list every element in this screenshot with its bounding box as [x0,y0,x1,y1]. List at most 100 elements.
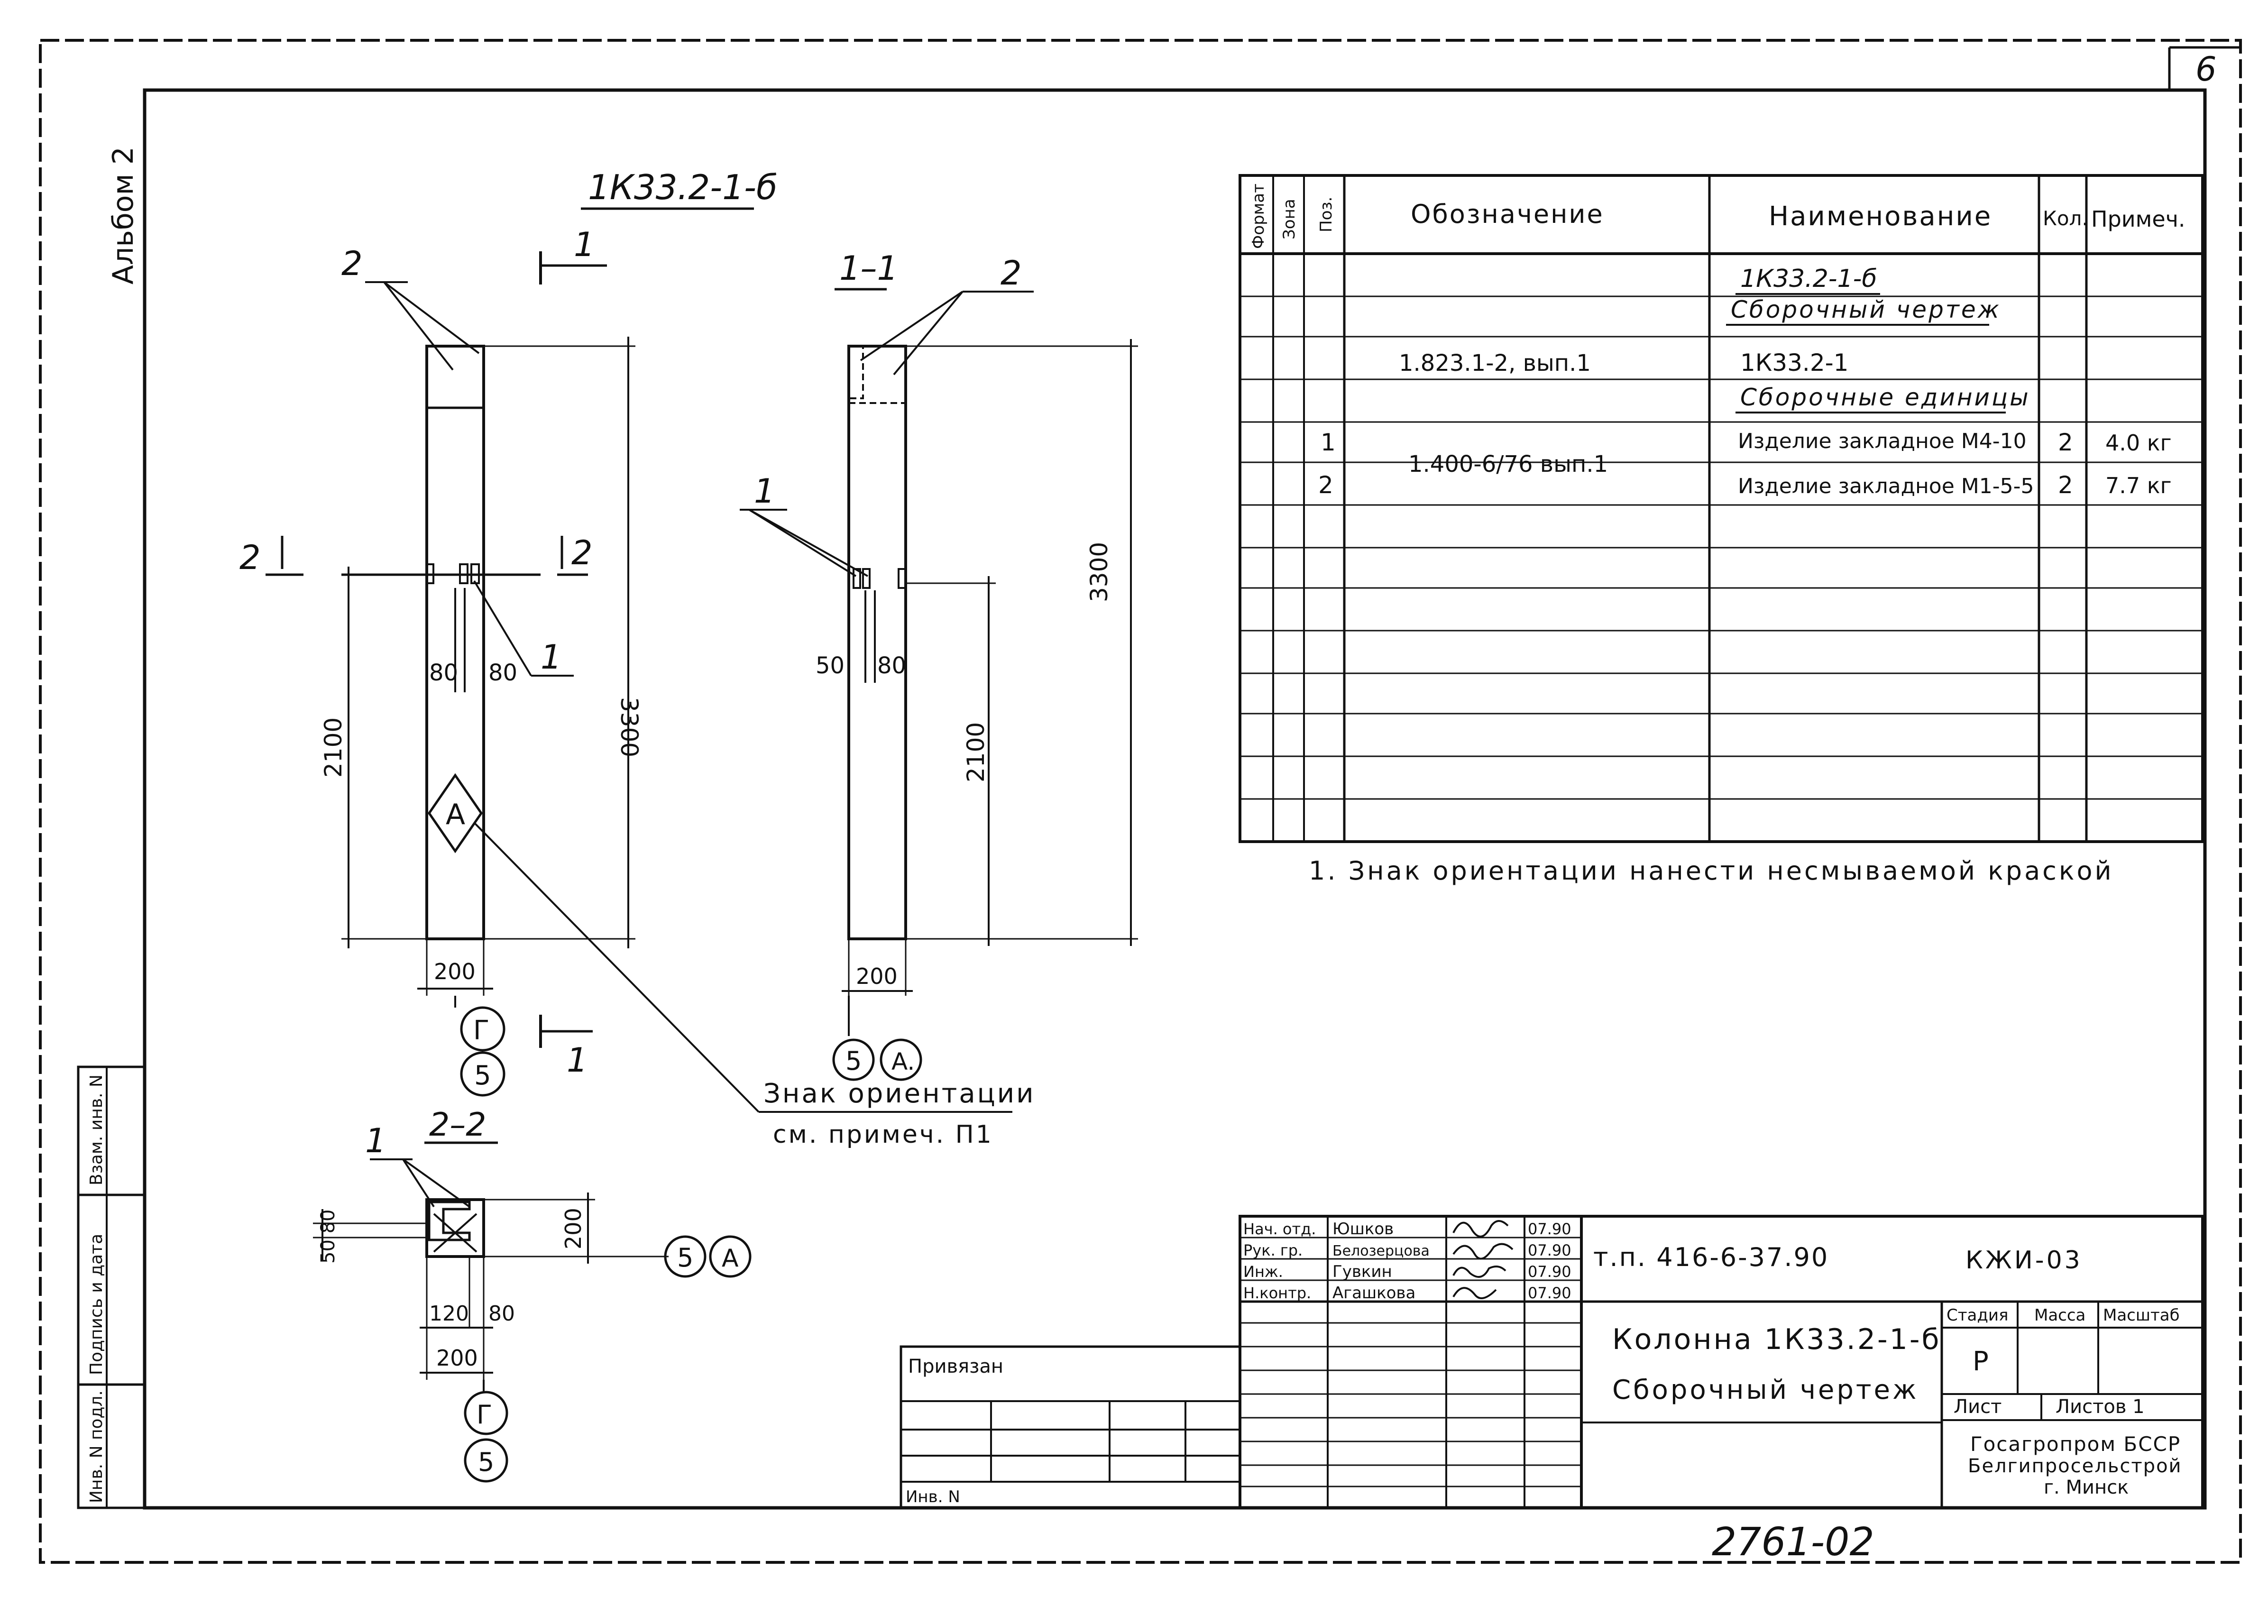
spec-header-designation: Обозначение [1411,199,1604,229]
privyazan-block: Привязан Инв. N [900,1345,1241,1509]
dim-200-section: 200 [436,1345,478,1371]
tb-org-line2: Белгипросельстрой [1968,1455,2182,1477]
side-podpis-data: Подпись и дата [87,1234,106,1375]
dim-200-side: 200 [856,963,898,989]
spec-qty-4: 2 [2058,429,2073,456]
svg-text:5: 5 [845,1046,862,1076]
section-2-2: 2–2 1 50 80 200 120 80 200 Г 5 5 A [313,1106,752,1483]
spec-pos-5: 2 [1318,471,1333,499]
dim-200-vertical-section: 200 [560,1208,586,1249]
spec-pos-4: 1 [1321,429,1336,456]
dim-80-section: 80 [488,1302,515,1326]
axis-bubble-a-side [880,1038,922,1081]
tb-name-0: Юшков [1332,1220,1394,1239]
tb-date-2: 07.90 [1528,1263,1571,1281]
tb-org-line3: г. Минск [2044,1477,2129,1498]
dim-120-section: 120 [429,1302,469,1326]
svg-text:5: 5 [677,1243,693,1273]
section-2-label: 2–2 [429,1106,487,1144]
tb-name-1: Белозерцова [1332,1243,1430,1259]
tb-date-0: 07.90 [1528,1220,1571,1238]
tb-title-line2: Сборочный чертеж [1612,1375,1919,1405]
axis-bubble-5-side [832,1038,875,1081]
spec-name-1: Сборочный чертеж [1731,296,2001,323]
tb-name-2: Гувкин [1332,1262,1392,1281]
svg-text:Г: Г [473,1015,489,1046]
privyazan-label: Привязан [908,1356,1003,1377]
spec-designation-2: 1.823.1-2, вып.1 [1399,350,1591,376]
dim-200-front: 200 [434,959,476,984]
section-1-1: 1–1 50 80 2 1 3300 2100 200 [740,249,1138,1081]
dim-3300-front: 3300 [615,697,643,757]
tb-stage-value: Р [1973,1346,1989,1377]
svg-text:A.: A. [891,1048,915,1075]
spec-name-4: Изделие закладное М4-10 [1738,429,2027,453]
axis-bubble-g-section [464,1391,508,1435]
album-label: Альбом 2 [107,147,140,284]
axis-bubble-g-front [460,1006,505,1052]
tb-mass-label: Масса [2034,1306,2085,1325]
tb-role-1: Рук. гр. [1243,1241,1303,1259]
tb-date-3: 07.90 [1528,1284,1571,1302]
dim-80-side: 80 [877,652,906,679]
pos-1-side: 1 [754,472,775,511]
side-inv-podl: Инв. N подл. [87,1390,106,1503]
pos-1-section: 1 [365,1121,386,1160]
svg-text:Г: Г [477,1400,492,1430]
tb-code: т.п. 416-6-37.90 [1593,1242,1829,1272]
axis-bubble-5-section [464,1438,508,1483]
orient-note-line2: см. примеч. П1 [773,1120,993,1149]
spec-note-5: 7.7 кг [2105,473,2172,498]
main-title: 1К33.2-1-б [588,167,777,207]
tb-scale-label: Масштаб [2103,1306,2180,1325]
signature-1 [1452,1243,1514,1260]
spec-header-format: Формат [1249,184,1268,249]
axis-bubble-a-section-right [709,1235,752,1278]
svg-text:5: 5 [478,1447,494,1477]
side-stamp: Взам. инв. N Подпись и дата Инв. N подл. [77,1065,146,1509]
tb-mark: КЖИ-03 [1965,1246,2083,1275]
cut-mark-2-right: 2 [571,533,593,572]
tb-sheets-label: Листов 1 [2056,1396,2145,1418]
tb-sheet-label: Лист [1954,1396,2002,1418]
tb-org-line1: Госагропром БССР [1970,1432,2181,1456]
tb-role-2: Инж. [1243,1263,1283,1281]
axis-bubble-5-front [460,1051,505,1097]
title-block: Нач. отд. Рук. гр. Инж. Н.контр. Юшков Б… [1239,1215,2204,1509]
orient-note-line1: Знак ориентации [763,1078,1036,1109]
spec-row-lines [1240,295,2203,800]
spec-header-zone: Зона [1280,199,1299,239]
front-view: 2 2 1 1 2 1 80 80 3300 2100 200 [239,225,1036,1149]
tb-stage-label: Стадия [1947,1306,2008,1325]
spec-name-0: 1К33.2-1-б [1740,265,1877,293]
spec-header-pos: Поз. [1317,197,1336,232]
axis-bubble-5-section-right [664,1235,707,1278]
spec-header-qty: Кол. [2043,207,2088,230]
pos-2-front: 2 [341,244,363,283]
spec-table: Формат Зона Поз. Обозначение Наименовани… [1239,174,2204,843]
spec-header-note: Примеч. [2091,206,2185,232]
tb-name-3: Агашкова [1332,1284,1415,1303]
stamp-number: 2761-02 [1712,1520,1874,1565]
cut-mark-1-top: 1 [574,225,595,264]
side-vzam-inv: Взам. инв. N [87,1074,106,1185]
section-1-label: 1–1 [839,249,898,288]
spec-designation-4: 1.400-6/76 вып.1 [1408,451,1608,477]
dim-50-80-section: 50 80 [317,1209,339,1264]
dim-3300-side: 3300 [1085,542,1113,602]
tb-date-1: 07.90 [1528,1241,1571,1259]
inv-no-label: Инв. N [906,1487,960,1506]
tb-title-line1: Колонна 1К33.2-1-б [1612,1323,1941,1356]
spec-note-4: 4.0 кг [2105,430,2172,456]
spec-header-name: Наименование [1769,201,1992,232]
dim-80-right: 80 [488,660,517,686]
signature-3 [1452,1287,1497,1299]
tb-role-0: Нач. отд. [1243,1220,1316,1238]
spec-qty-5: 2 [2058,471,2073,499]
cut-mark-2-left: 2 [239,538,261,577]
signature-2 [1452,1266,1506,1278]
dim-2100-front: 2100 [320,717,347,778]
dim-50-side: 50 [816,652,845,679]
svg-text:A: A [722,1244,739,1273]
